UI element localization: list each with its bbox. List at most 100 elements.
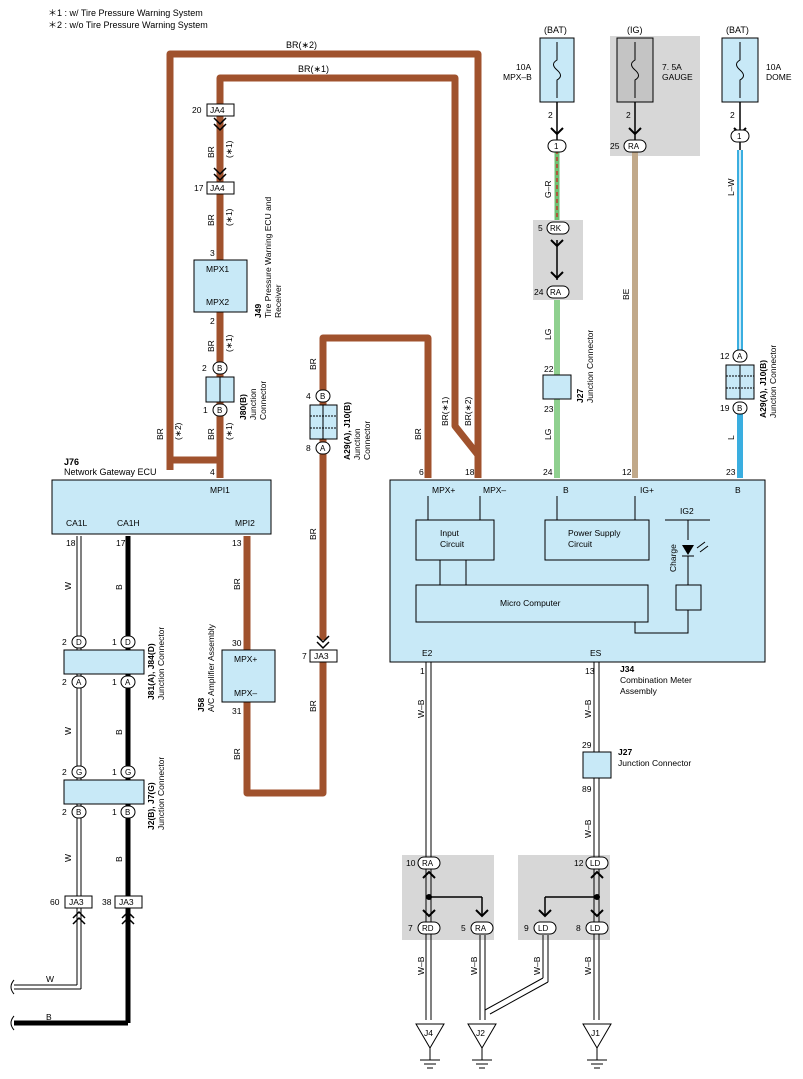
- svg-text:22: 22: [544, 364, 554, 374]
- fuse-mpxb: (BAT) 10A MPX–B 2: [503, 25, 575, 120]
- svg-text:7: 7: [408, 923, 413, 933]
- svg-text:2: 2: [548, 110, 553, 120]
- svg-text:25: 25: [610, 141, 620, 151]
- network-gateway-ecu: J76 Network Gateway ECU MPI1 CA1L CA1H M…: [51, 457, 272, 535]
- j81-junction: D 2 D 1 A 2 A 1 J81(A), J84(D) Junction …: [62, 627, 166, 700]
- svg-text:B: B: [320, 392, 325, 401]
- svg-text:38: 38: [102, 897, 112, 907]
- svg-text:(∗1): (∗1): [224, 334, 234, 352]
- svg-text:13: 13: [232, 538, 242, 548]
- svg-text:E2: E2: [422, 648, 433, 658]
- svg-text:B: B: [114, 729, 124, 735]
- ja3-w: JA3 60: [50, 895, 93, 925]
- svg-text:A29(A), J10(B): A29(A), J10(B): [758, 360, 768, 418]
- svg-text:W–B: W–B: [583, 819, 593, 838]
- svg-text:RD: RD: [422, 924, 434, 933]
- svg-text:W–B: W–B: [583, 699, 593, 718]
- svg-text:MPI1: MPI1: [210, 485, 230, 495]
- svg-text:MPX–B: MPX–B: [503, 72, 532, 82]
- svg-text:Junction Connector: Junction Connector: [618, 758, 691, 768]
- svg-text:A: A: [125, 678, 131, 687]
- svg-text:J81(A), J84(D): J81(A), J84(D): [146, 643, 156, 700]
- note-1: ＊1 : w/ Tire Pressure Warning System: [48, 8, 203, 18]
- ac-amplifier: 30 MPX+ MPX– 31 J58 A/C Amplifier Assemb…: [196, 623, 276, 716]
- svg-text:A: A: [737, 352, 743, 361]
- svg-text:BE: BE: [621, 288, 631, 300]
- svg-text:Receiver: Receiver: [273, 284, 283, 318]
- svg-text:L–W: L–W: [726, 179, 736, 196]
- svg-text:JA3: JA3: [314, 651, 329, 661]
- svg-text:17: 17: [116, 538, 126, 548]
- svg-text:BR: BR: [206, 214, 216, 226]
- svg-text:B: B: [46, 1012, 52, 1022]
- svg-text:1: 1: [112, 767, 117, 777]
- svg-text:J49: J49: [253, 304, 263, 318]
- svg-text:B: B: [737, 404, 742, 413]
- svg-text:20: 20: [192, 105, 202, 115]
- svg-text:Junction Connector: Junction Connector: [585, 330, 595, 403]
- svg-text:30: 30: [232, 638, 242, 648]
- svg-text:J58: J58: [196, 698, 206, 712]
- svg-text:8: 8: [306, 443, 311, 453]
- svg-text:1: 1: [112, 637, 117, 647]
- svg-text:W: W: [46, 974, 54, 984]
- svg-text:2: 2: [730, 110, 735, 120]
- svg-text:(∗2): (∗2): [173, 422, 183, 440]
- note-2: ＊2 : w/o Tire Pressure Warning System: [48, 20, 208, 30]
- svg-text:LD: LD: [590, 924, 600, 933]
- wire-br-mpi1: [166, 452, 224, 478]
- svg-text:5: 5: [538, 223, 543, 233]
- svg-text:12: 12: [720, 351, 730, 361]
- svg-text:23: 23: [544, 404, 554, 414]
- svg-text:Connector: Connector: [258, 381, 268, 420]
- svg-text:J27: J27: [618, 747, 632, 757]
- svg-text:DOME: DOME: [766, 72, 792, 82]
- svg-text:MPI2: MPI2: [235, 518, 255, 528]
- a29-junction-left: BR RA B 4 A 8 A29(A), J10(B) Junction Co…: [306, 358, 372, 460]
- svg-text:Circuit: Circuit: [440, 539, 465, 549]
- svg-text:2: 2: [62, 767, 67, 777]
- svg-text:9: 9: [524, 923, 529, 933]
- svg-text:10A: 10A: [516, 62, 531, 72]
- svg-text:Junction: Junction: [248, 388, 258, 420]
- svg-text:LG: LG: [543, 429, 553, 440]
- svg-text:A/C Amplifier Assembly: A/C Amplifier Assembly: [206, 623, 216, 712]
- svg-text:24: 24: [543, 467, 553, 477]
- ground-j4: J4: [415, 1023, 445, 1069]
- ground-j2: J2: [467, 1023, 497, 1069]
- svg-text:IG2: IG2: [680, 506, 694, 516]
- svg-text:MPX2: MPX2: [206, 297, 229, 307]
- svg-text:MPX1: MPX1: [206, 264, 229, 274]
- svg-text:LG: LG: [543, 329, 553, 340]
- j2-junction: G 2 G 1 B 2 B 1 J2(B), J7(G) Junction Co…: [62, 757, 166, 830]
- svg-text:J4: J4: [424, 1028, 433, 1038]
- svg-text:W–B: W–B: [416, 956, 426, 975]
- svg-text:MPX–: MPX–: [483, 485, 506, 495]
- svg-text:L: L: [726, 435, 736, 440]
- svg-text:B: B: [114, 584, 124, 590]
- j27-junction-lower: 29 89 J27 Junction Connector: [582, 740, 691, 794]
- svg-text:CA1H: CA1H: [117, 518, 140, 528]
- svg-text:A29(A), J10(B): A29(A), J10(B): [342, 402, 352, 460]
- svg-text:Micro Computer: Micro Computer: [500, 598, 561, 608]
- svg-text:JA3: JA3: [119, 897, 134, 907]
- svg-text:BR: BR: [206, 428, 216, 440]
- svg-text:W: W: [63, 582, 73, 590]
- svg-text:BR: BR: [206, 146, 216, 158]
- svg-text:7. 5A: 7. 5A: [662, 62, 682, 72]
- wire-br1: [216, 74, 481, 470]
- svg-text:(BAT): (BAT): [726, 25, 749, 35]
- svg-text:Connector: Connector: [362, 421, 372, 460]
- svg-text:6: 6: [419, 467, 424, 477]
- svg-text:1: 1: [554, 142, 559, 151]
- svg-text:JA3: JA3: [69, 897, 84, 907]
- svg-text:(∗1): (∗1): [224, 422, 234, 440]
- svg-text:CA1L: CA1L: [66, 518, 88, 528]
- svg-text:D: D: [125, 638, 131, 647]
- svg-text:J2: J2: [476, 1028, 485, 1038]
- svg-text:B: B: [563, 485, 569, 495]
- wire-br-mpxp: [319, 334, 432, 640]
- svg-text:Input: Input: [440, 528, 460, 538]
- rk-ra-connector: G–R RK 5 RA 24: [534, 181, 570, 299]
- svg-text:RA: RA: [550, 288, 562, 297]
